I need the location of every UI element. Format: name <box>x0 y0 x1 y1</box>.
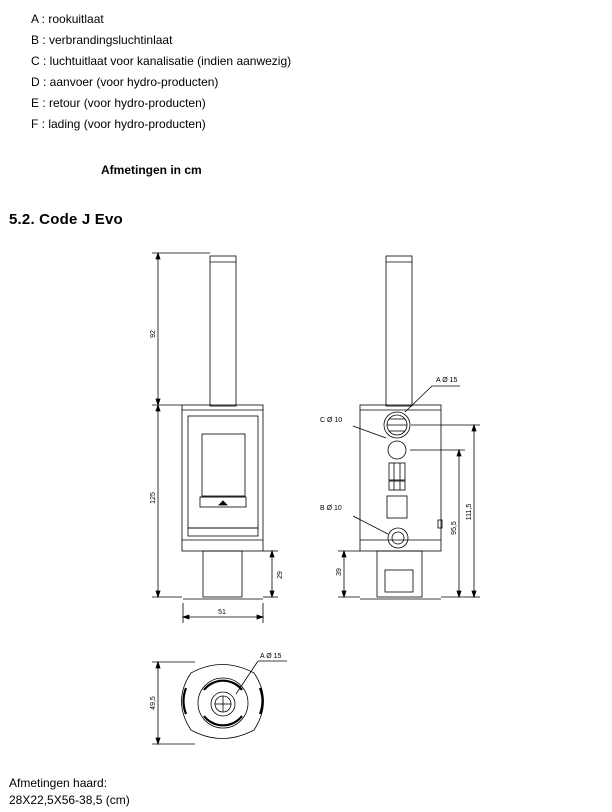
dim-front-body-height: 125 <box>150 492 157 504</box>
back-stove-body <box>359 404 442 552</box>
dim-front-base-height: 29 <box>277 571 284 579</box>
legend-item-d: D : aanvoer (voor hydro-producten) <box>31 75 219 89</box>
hearth-dimensions-value: 28X22,5X56-38,5 (cm) <box>9 793 130 807</box>
legend-item-a: A : rookuitlaat <box>31 12 104 26</box>
hearth-dimensions-label: Afmetingen haard: <box>9 776 108 790</box>
label-back-c: C Ø 10 <box>320 417 342 424</box>
hearth-dimensions: Afmetingen haard: 28X22,5X56-38,5 (cm) <box>9 775 130 809</box>
dim-front-flue-height: 92 <box>150 330 157 338</box>
legend-item-b: B : verbrandingsluchtinlaat <box>31 33 173 47</box>
section-title: 5.2. Code J Evo <box>9 211 123 228</box>
back-outlet-a <box>383 411 411 439</box>
front-stove-body <box>181 404 264 552</box>
legend-item-c: C : luchtuitlaat voor kanalisatie (indie… <box>31 54 292 68</box>
dim-back-height-a: 111,5 <box>466 504 473 521</box>
dim-back-base-height: 39 <box>336 568 343 576</box>
back-outlet-c <box>387 440 407 460</box>
front-pedestal <box>202 550 243 598</box>
back-vent-grille <box>388 462 406 481</box>
legend-item-f: F : lading (voor hydro-producten) <box>31 117 206 131</box>
dim-back-height-b: 95,5 <box>451 521 458 535</box>
top-view <box>152 660 287 746</box>
label-back-a: A Ø 15 <box>436 377 458 384</box>
back-flue-pipe <box>385 255 413 407</box>
front-glass-door <box>201 433 246 497</box>
dim-top-depth: 49,5 <box>150 696 157 710</box>
legend-item-e: E : retour (voor hydro-producten) <box>31 96 206 110</box>
back-pedestal <box>376 550 423 598</box>
legend-list: A : rookuitlaat B : verbrandingsluchtinl… <box>31 9 291 135</box>
back-view <box>338 255 480 600</box>
dim-front-width: 51 <box>218 609 226 616</box>
front-flue-pipe <box>209 255 237 407</box>
top-stove-outline <box>181 664 264 739</box>
front-view <box>152 251 278 623</box>
dimensions-caption: Afmetingen in cm <box>101 163 202 177</box>
top-outlet-a <box>210 691 236 717</box>
label-back-b: B Ø 10 <box>320 505 342 512</box>
label-top-a: A Ø 15 <box>260 653 282 660</box>
back-inlet-b <box>387 527 409 549</box>
